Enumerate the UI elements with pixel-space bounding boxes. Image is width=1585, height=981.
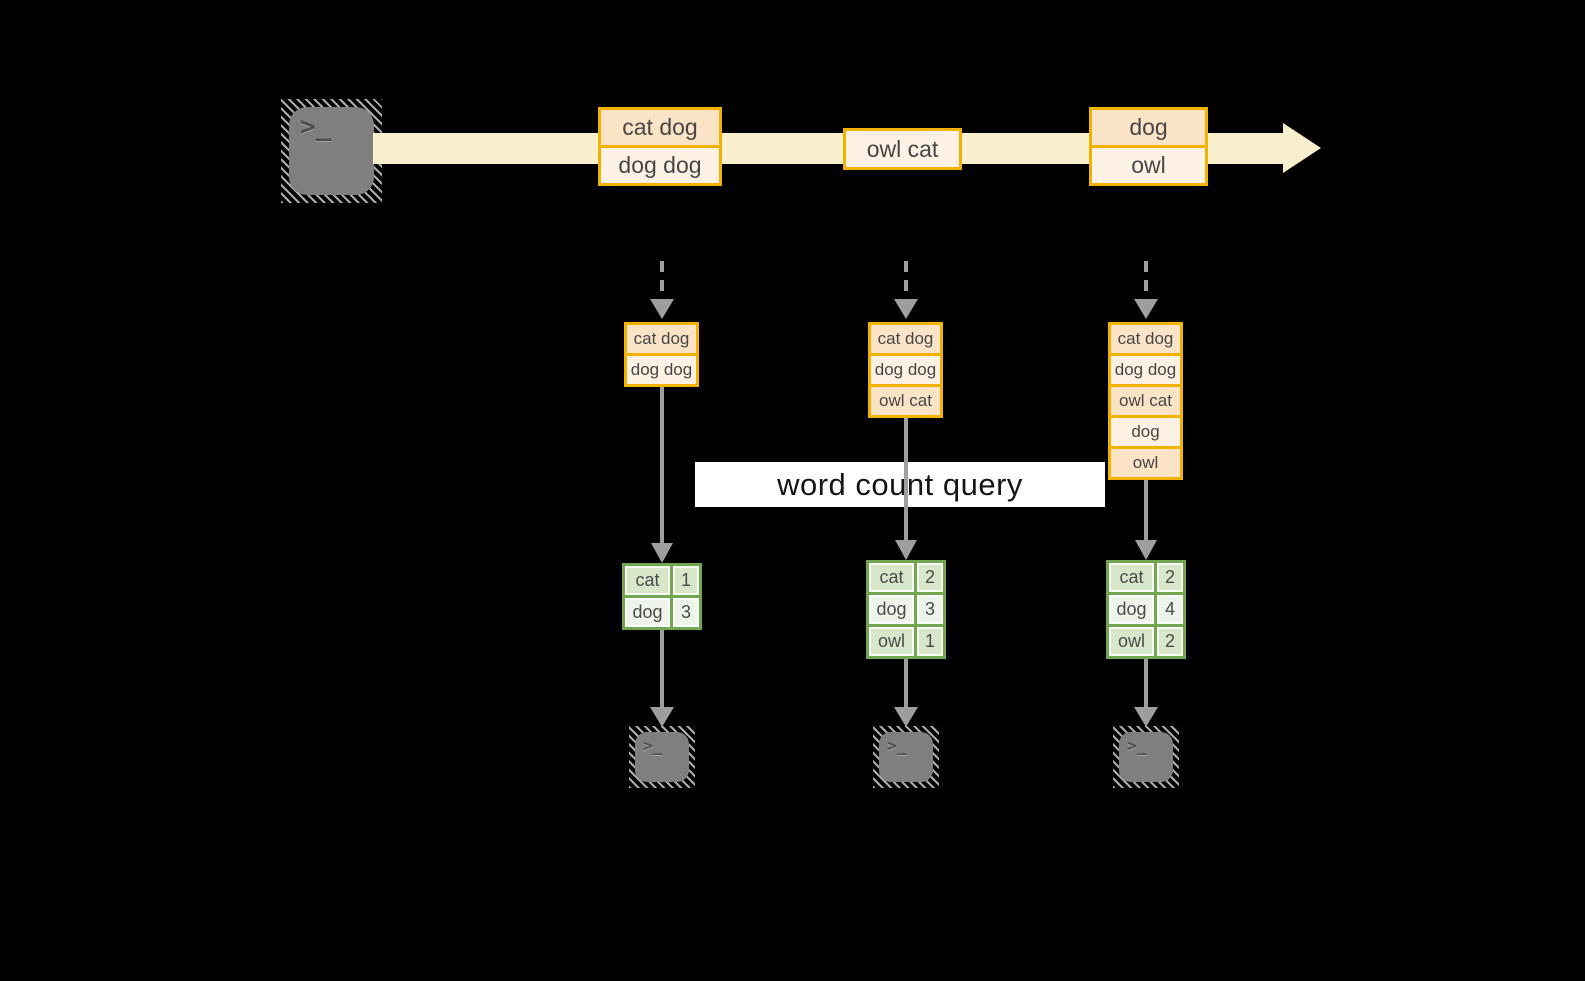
dashed-arrowhead-icon (650, 299, 674, 319)
event-box: owl cat (871, 384, 940, 415)
event-box: dog dog (601, 145, 719, 183)
terminal-prompt-glyph: >_ (300, 112, 332, 142)
connector-arrowhead-icon (894, 707, 918, 727)
dashed-arrow-shaft (660, 261, 664, 301)
stream-arrowhead-icon (1283, 123, 1321, 173)
connector-arrow-shaft (1144, 480, 1148, 540)
terminal-screen: >_ (635, 732, 689, 782)
word-count-table-1: cat 1 dog 3 (622, 563, 702, 630)
dashed-arrowhead-icon (1134, 299, 1158, 319)
connector-arrowhead-icon (1134, 707, 1158, 727)
event-box: dog (1092, 110, 1205, 145)
connector-arrowhead-icon (895, 540, 917, 560)
connector-arrowhead-icon (650, 707, 674, 727)
count-cell: 1 (673, 566, 699, 595)
connector-arrow-shaft (660, 630, 664, 707)
word-cell: cat (625, 566, 670, 595)
word-cell: owl (1109, 627, 1154, 656)
event-box: owl (1092, 145, 1205, 183)
event-box: dog dog (627, 353, 696, 384)
query-banner-label: word count query (777, 466, 1023, 502)
word-count-table-2: cat 2 dog 3 owl 1 (866, 560, 946, 659)
terminal-screen: >_ (289, 107, 374, 195)
event-box: dog (1111, 415, 1180, 446)
stream-batch-2: owl cat (843, 128, 962, 170)
word-cell: dog (869, 595, 914, 624)
output-terminal-icon: >_ (1113, 726, 1179, 788)
word-cell: cat (869, 563, 914, 592)
word-cell: dog (625, 598, 670, 627)
connector-arrowhead-icon (651, 543, 673, 563)
count-cell: 1 (917, 627, 943, 656)
terminal-prompt-glyph: >_ (887, 736, 907, 755)
dashed-arrow-shaft (904, 261, 908, 301)
terminal-screen: >_ (1119, 732, 1173, 782)
terminal-prompt-glyph: >_ (1127, 736, 1147, 755)
terminal-screen: >_ (879, 732, 933, 782)
output-terminal-icon: >_ (629, 726, 695, 788)
source-terminal-icon: >_ (281, 99, 382, 203)
count-cell: 4 (1157, 595, 1183, 624)
connector-arrow-shaft (1144, 659, 1148, 707)
buffer-stack-1: cat dog dog dog (624, 322, 699, 387)
connector-arrowhead-icon (1135, 540, 1157, 560)
event-box: cat dog (871, 325, 940, 353)
event-box: dog dog (1111, 353, 1180, 384)
event-box: owl cat (1111, 384, 1180, 415)
buffer-stack-3: cat dog dog dog owl cat dog owl (1108, 322, 1183, 480)
connector-arrow-shaft (660, 387, 664, 543)
query-banner: word count query (695, 462, 1105, 507)
event-box: owl cat (846, 131, 959, 167)
count-cell: 2 (917, 563, 943, 592)
terminal-prompt-glyph: >_ (643, 736, 663, 755)
word-cell: dog (1109, 595, 1154, 624)
connector-arrow-shaft (904, 659, 908, 707)
connector-arrow-shaft (904, 418, 908, 540)
output-terminal-icon: >_ (873, 726, 939, 788)
word-cell: owl (869, 627, 914, 656)
event-box: cat dog (627, 325, 696, 353)
event-box: cat dog (1111, 325, 1180, 353)
dashed-arrowhead-icon (894, 299, 918, 319)
word-cell: cat (1109, 563, 1154, 592)
stream-batch-3: dog owl (1089, 107, 1208, 186)
count-cell: 2 (1157, 563, 1183, 592)
stream-batch-1: cat dog dog dog (598, 107, 722, 186)
event-box: dog dog (871, 353, 940, 384)
dashed-arrow-shaft (1144, 261, 1148, 301)
count-cell: 2 (1157, 627, 1183, 656)
event-box: owl (1111, 446, 1180, 477)
word-count-table-3: cat 2 dog 4 owl 2 (1106, 560, 1186, 659)
count-cell: 3 (673, 598, 699, 627)
buffer-stack-2: cat dog dog dog owl cat (868, 322, 943, 418)
count-cell: 3 (917, 595, 943, 624)
event-box: cat dog (601, 110, 719, 145)
